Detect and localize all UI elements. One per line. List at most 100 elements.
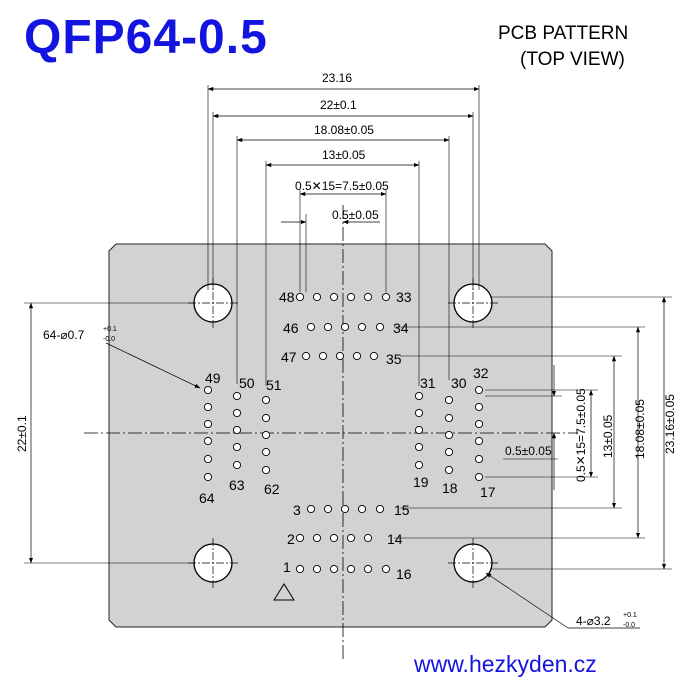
pin-hole — [381, 564, 391, 574]
pin-hole — [363, 564, 373, 574]
pin-label-19: 19 — [413, 474, 429, 490]
dim-overall-width: 23.16 — [207, 71, 480, 290]
pin-hole — [444, 430, 454, 440]
pin-hole — [346, 533, 356, 543]
pin-hole — [203, 385, 213, 395]
pin-hole — [375, 504, 385, 514]
pin-label-64: 64 — [199, 490, 215, 506]
dim-right-1808: 18.08±0.05 — [394, 326, 647, 539]
dim-pitch-top: 0.5±0.05 — [281, 208, 380, 292]
pin-label-46: 46 — [283, 320, 299, 336]
dim-right-13-text: 13±0.05 — [601, 414, 615, 458]
pin-hole — [306, 504, 316, 514]
pin-hole — [474, 419, 484, 429]
board-outline — [108, 243, 553, 628]
pin-hole — [261, 395, 271, 405]
dim-small-hole-text: 64-⌀0.7 — [43, 328, 85, 342]
dim-pad-inner-width-text: 13±0.05 — [322, 148, 366, 162]
dim-right-1808-text: 18.08±0.05 — [633, 399, 647, 459]
pin-hole — [329, 533, 339, 543]
pin-hole — [444, 413, 454, 423]
pin-hole — [323, 504, 333, 514]
pin-label-50: 50 — [239, 375, 255, 391]
pin-hole — [318, 351, 328, 361]
dim-right-2316: 23.16±0.05 — [490, 296, 677, 570]
pin-hole — [444, 447, 454, 457]
dim-small-hole: 64-⌀0.7 +0.1 -0.0 — [43, 326, 201, 389]
pin1-marker-triangle — [273, 583, 295, 601]
pin-label-15: 15 — [394, 502, 410, 518]
subtitle-line-2: (TOP VIEW) — [520, 49, 625, 70]
pin-hole — [474, 385, 484, 395]
website-link[interactable]: www.hezkyden.cz — [414, 651, 597, 677]
pin-hole — [203, 402, 213, 412]
pin-hole — [312, 533, 322, 543]
pin-label-31: 31 — [420, 375, 436, 391]
pin-hole — [474, 402, 484, 412]
pin-hole — [203, 472, 213, 482]
pin-label-35: 35 — [386, 351, 402, 367]
pin-hole — [381, 292, 391, 302]
dim-pitch-right: 0.5±0.05 — [485, 365, 562, 490]
dim-pad-outer-width-text: 22±0.1 — [320, 98, 357, 112]
dim-pitch-top-text: 0.5±0.05 — [332, 208, 379, 222]
pin-hole — [232, 408, 242, 418]
dim-pitch-span-right: 0.5✕15=7.5±0.05 — [485, 388, 598, 482]
dim-pitch-span-top-text: 0.5✕15=7.5±0.05 — [295, 179, 389, 193]
dim-overall-width-text: 23.16 — [322, 71, 352, 85]
pin-label-49: 49 — [205, 370, 221, 386]
dim-pad-mid-width: 18.08±0.05 — [236, 123, 450, 384]
pin-hole — [323, 322, 333, 332]
pin-hole — [369, 351, 379, 361]
pin-hole — [312, 564, 322, 574]
pin-hole — [414, 408, 424, 418]
pin-hole — [203, 454, 213, 464]
pin-hole — [232, 442, 242, 452]
dim-big-hole: 4-⌀3.2 +0.1 -0.0 — [485, 572, 640, 629]
pin-hole — [301, 351, 311, 361]
dim-pitch-right-text: 0.5±0.05 — [505, 444, 552, 458]
pin-holes — [203, 292, 484, 574]
pin-label-1: 1 — [283, 559, 291, 575]
pin-hole — [414, 442, 424, 452]
pin-hole — [444, 395, 454, 405]
pin-hole — [474, 454, 484, 464]
pin-label-34: 34 — [393, 320, 409, 336]
pin-hole — [444, 465, 454, 475]
pin-hole — [295, 292, 305, 302]
pin-label-51: 51 — [266, 377, 282, 393]
dim-big-hole-tol-minus: -0.0 — [623, 622, 635, 629]
pin-hole — [329, 292, 339, 302]
pin-hole — [352, 351, 362, 361]
pin-hole — [340, 322, 350, 332]
pin-hole — [306, 322, 316, 332]
pin-label-2: 2 — [287, 531, 295, 547]
dim-left-height: 22±0.1 — [15, 302, 195, 564]
pin-hole — [232, 460, 242, 470]
dim-left-height-text: 22±0.1 — [15, 415, 29, 452]
pin-hole — [261, 465, 271, 475]
pin-label-32: 32 — [473, 365, 489, 381]
pin-hole — [357, 504, 367, 514]
pin-hole — [346, 564, 356, 574]
pin-label-14: 14 — [387, 531, 403, 547]
pin-hole — [232, 425, 242, 435]
pin-hole — [474, 436, 484, 446]
pin-hole — [335, 351, 345, 361]
pin-hole — [357, 322, 367, 332]
dim-pad-outer-width: 22±0.1 — [212, 98, 474, 290]
pin-hole — [232, 391, 242, 401]
pin-hole — [346, 292, 356, 302]
pin-hole — [363, 292, 373, 302]
page-title: QFP64-0.5 — [24, 11, 268, 64]
pin-hole — [261, 413, 271, 423]
pin-hole — [261, 430, 271, 440]
dim-pitch-span-top: 0.5✕15=7.5±0.05 — [295, 179, 389, 292]
pin-label-63: 63 — [229, 477, 245, 493]
pin-hole — [414, 425, 424, 435]
pin-hole — [203, 436, 213, 446]
dim-right-13: 13±0.05 — [400, 355, 622, 509]
dim-big-hole-tol-plus: +0.1 — [623, 612, 637, 619]
pin-hole — [363, 533, 373, 543]
